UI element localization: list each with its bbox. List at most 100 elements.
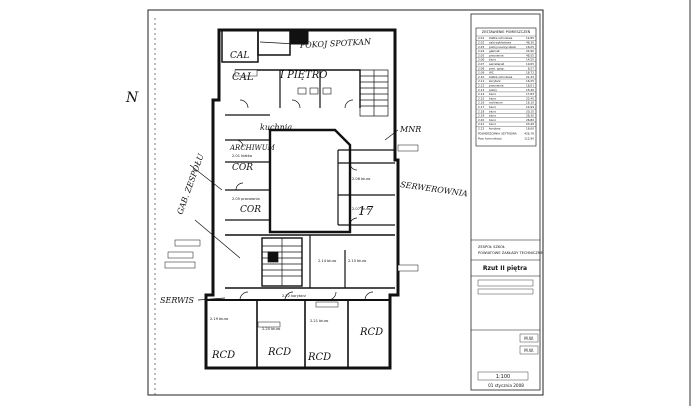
note-arrow-service bbox=[197, 297, 226, 301]
note-cal-1: CAL bbox=[232, 72, 254, 83]
table-cell-area: 16,05 bbox=[526, 45, 534, 49]
table-cell-name: klatka schodowa bbox=[489, 36, 513, 40]
room-label: 2.19 biuro bbox=[210, 317, 228, 321]
outer-wall bbox=[204, 28, 400, 370]
table-cell-name: biuro bbox=[489, 118, 496, 122]
table-cell-name: korytarz bbox=[489, 79, 501, 83]
table-cell-nr: 2.08 bbox=[478, 66, 484, 70]
note-floor: I PIĘTRO bbox=[279, 70, 328, 81]
note-17: 17 bbox=[358, 204, 374, 218]
table-cell-name: pracownia bbox=[489, 53, 504, 57]
table-cell-name: archiwum bbox=[489, 101, 503, 105]
note-rcd-3: RCD bbox=[307, 352, 331, 363]
stair-central bbox=[261, 237, 303, 287]
note-cal-2: CAL bbox=[230, 51, 249, 61]
building-plan bbox=[204, 28, 400, 370]
date: 01 stycznia 2008 bbox=[488, 383, 524, 388]
room-label: 2.01 klatka bbox=[232, 154, 252, 158]
table-cell-nr: 2.14 bbox=[478, 92, 484, 96]
table-cell-area: 8,57 bbox=[528, 66, 534, 70]
stair-top-right bbox=[359, 69, 389, 117]
table-cell-name: gabinet bbox=[489, 49, 501, 53]
table-cell-nr: 2.04 bbox=[478, 49, 484, 53]
table-cell-area: 48,55 bbox=[526, 53, 534, 57]
bottom-partitions bbox=[256, 300, 349, 368]
table-cell-area: 15,40 bbox=[526, 88, 534, 92]
table-cell-area: 19,05 bbox=[526, 62, 534, 66]
table-cell-name: biuro bbox=[489, 96, 496, 100]
table-cell-name: biuro bbox=[489, 58, 496, 62]
table-cell-nr: 2.07 bbox=[478, 62, 484, 66]
room-label: 2.20 biuro bbox=[262, 327, 280, 331]
table-cell-area: 17,83 bbox=[526, 92, 534, 96]
right-wing-partitions bbox=[338, 149, 395, 226]
note-kitchen: kuchnia bbox=[260, 123, 292, 132]
table-cell-area: 23,40 bbox=[526, 122, 534, 126]
callout-boxes bbox=[164, 69, 419, 328]
courtyard-wall bbox=[268, 128, 352, 234]
table-cell-name: biuro bbox=[489, 92, 496, 96]
table-cell-area: 18,72 bbox=[526, 71, 534, 75]
table-cell-name: biuro bbox=[489, 105, 496, 109]
summary-value: 112,90 bbox=[524, 137, 534, 141]
table-cell-area: 16,10 bbox=[526, 101, 534, 105]
room-label: 2.15 biuro bbox=[348, 259, 366, 263]
project-line-2: POWIATOWE ZAKŁADY TECHNICZNE bbox=[478, 251, 544, 255]
table-cell-nr: 2.16 bbox=[478, 101, 484, 105]
initials-1: M.W. bbox=[524, 336, 534, 341]
table-cell-area: 14,99 bbox=[526, 105, 534, 109]
table-cell-area: 14,55 bbox=[526, 58, 534, 62]
summary-label: Pow. komunikacji bbox=[478, 137, 502, 141]
note-rcd-4: RCD bbox=[359, 327, 383, 338]
note-rcd-2: RCD bbox=[267, 347, 291, 358]
room-labels: 2.01 klatka 2.05 pracownia 2.06 biuro 2.… bbox=[210, 154, 370, 331]
table-cell-name: pom. gosp. bbox=[489, 66, 505, 70]
wall-upper-partitions bbox=[279, 70, 321, 108]
table-cell-nr: 2.02 bbox=[478, 41, 484, 45]
table-cell-name: pracownia bbox=[489, 84, 504, 88]
table-cell-area: 24,90 bbox=[526, 49, 534, 53]
table-cell-nr: 2.11 bbox=[478, 79, 484, 83]
table-cell-nr: 2.03 bbox=[478, 45, 484, 49]
note-service: SERWIS bbox=[160, 296, 195, 305]
note-arrow-mnr bbox=[384, 129, 399, 141]
table-cell-nr: 2.19 bbox=[478, 114, 484, 118]
drawing-title: Rzut II piętra bbox=[483, 265, 527, 272]
table-title: ZESTAWIENIE POMIESZCZEŃ bbox=[482, 29, 531, 34]
scale: 1:100 bbox=[496, 374, 510, 380]
table-cell-nr: 2.17 bbox=[478, 105, 484, 109]
table-cell-name: biuro bbox=[489, 114, 496, 118]
table-cell-area: 28,30 bbox=[526, 114, 534, 118]
table-cell-nr: 2.22 bbox=[478, 127, 484, 131]
table-cell-name: korytarz bbox=[489, 127, 501, 131]
project-line-1: ZESPOŁ SZKÓŁ bbox=[478, 244, 505, 249]
room-label: 2.05 pracownia bbox=[232, 197, 260, 201]
table-cell-nr: 2.15 bbox=[478, 96, 484, 100]
room-label: 2.22 korytarz bbox=[282, 294, 306, 298]
table-cell-nr: 2.12 bbox=[478, 84, 484, 88]
title-block-frame bbox=[470, 13, 541, 391]
note-mnr: MNR bbox=[399, 125, 421, 134]
table-cell-area: 16,25 bbox=[526, 79, 534, 83]
title-block: ZESPOŁ SZKÓŁ POWIATOWE ZAKŁADY TECHNICZN… bbox=[471, 239, 544, 388]
table-cell-area: 21,43 bbox=[526, 75, 534, 79]
room-label: 2.21 biuro bbox=[310, 319, 328, 323]
door-swings bbox=[235, 99, 374, 301]
table-cell-name: pokój bbox=[489, 88, 497, 92]
table-cell-name: sala wykładowa bbox=[489, 41, 511, 45]
table-cell-name: pokój nauczycielski bbox=[489, 45, 516, 49]
summary-label: POWIERZCHNIA UŻYTKOWA bbox=[478, 131, 517, 136]
top-chimney bbox=[289, 29, 309, 45]
table-cell-nr: 2.21 bbox=[478, 122, 484, 126]
table-cell-name: biuro bbox=[489, 109, 496, 113]
room-label: 2.14 biuro bbox=[318, 259, 336, 263]
room-label: 2.07 biuro bbox=[352, 207, 370, 211]
note-vertical: GAB. ZESPOŁU bbox=[175, 152, 205, 215]
table-cell-nr: 2.10 bbox=[478, 75, 484, 79]
note-rcd-1: RCD bbox=[211, 350, 235, 361]
table-cell-area: 20,15 bbox=[526, 109, 534, 113]
table-cell-nr: 2.05 bbox=[478, 53, 484, 57]
